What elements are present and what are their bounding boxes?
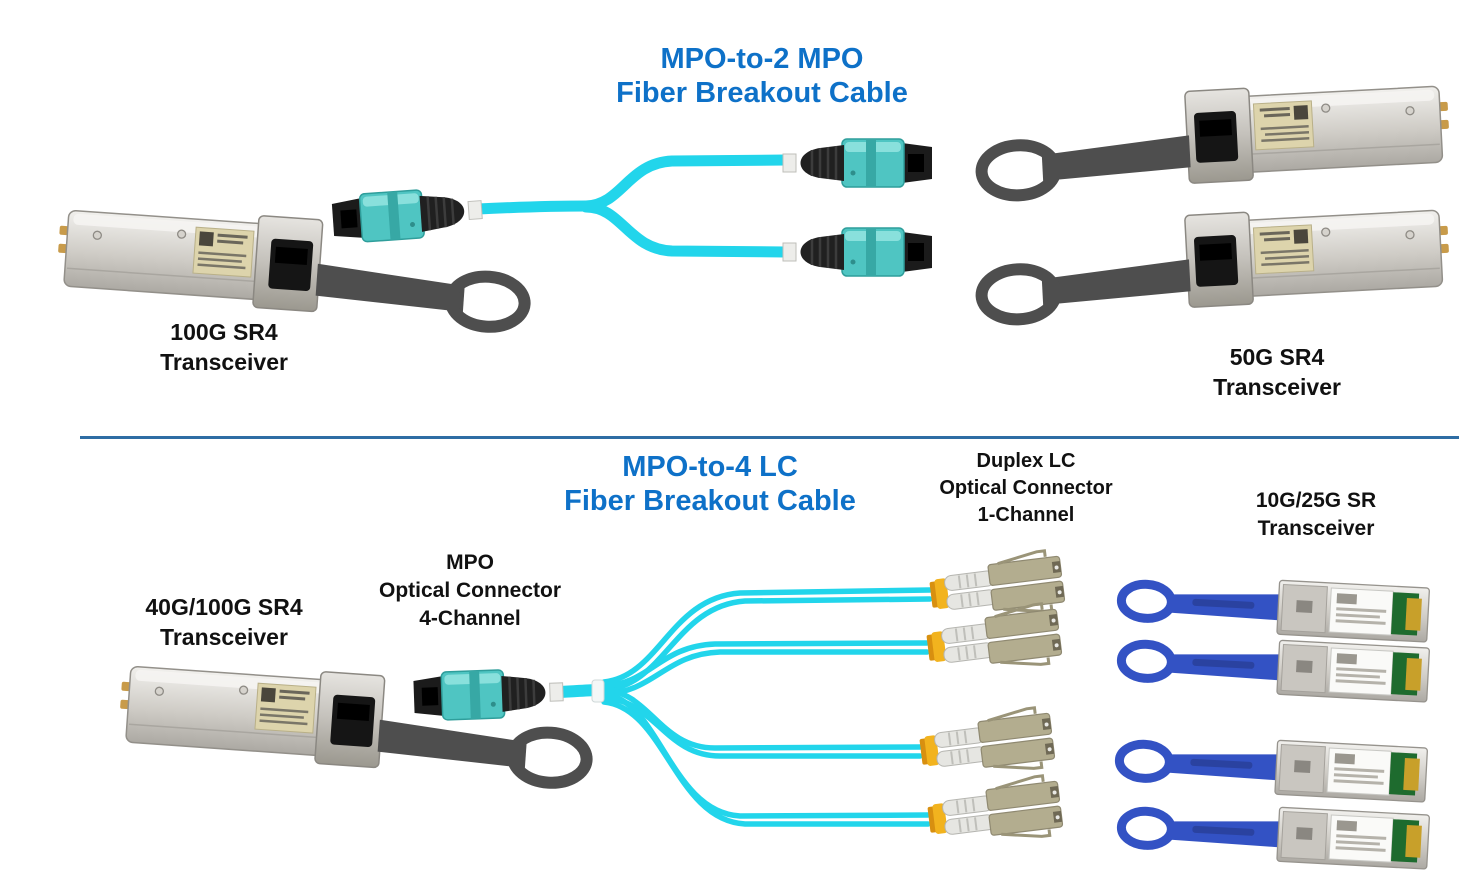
lc-branch-1-fiber-a [601,587,933,685]
qsfp-50g-transceiver-lower-icon [978,202,1451,321]
label-duplex-lc-line1: Duplex LC [976,450,1076,472]
label-10g25g-line1: 10G/25G SR [1255,489,1377,512]
mpo-connector-lower-icon [781,226,934,278]
label-10g25g-line2: Transceiver [1257,517,1375,540]
lc-duplex-connector-3-icon [915,704,1058,784]
label-40g100g-line2: Transceiver [160,624,288,650]
lc-duplex-connector-2-icon [922,600,1065,680]
label-duplex-lc-line2: Optical Connector [939,477,1113,499]
breakout-branch-lower [580,201,792,258]
lc-branch-1-fiber-b [601,596,933,693]
qsfp-50g-transceiver-upper-icon [978,78,1451,197]
mpo-to-2mpo-breakout-cable [472,154,792,258]
label-mpo-line3: 4-Channel [419,607,521,630]
label-50g-line2: Transceiver [1213,374,1341,400]
bottom-title-line2: Fiber Breakout Cable [564,485,856,517]
label-10g-25g-sr-transceiver: 10G/25G SR Transceiver [1256,487,1376,543]
bottom-section-title: MPO-to-4 LC Fiber Breakout Cable [564,450,856,518]
lc-branch-2-fiber-a [601,640,930,689]
bottom-title-line1: MPO-to-4 LC [622,451,798,483]
label-40g-100g-sr4-transceiver: 40G/100G SR4 Transceiver [145,592,302,652]
breakout-branch-upper [580,154,792,212]
lc-branch-3-fiber-a [601,687,923,751]
section-divider-line [80,436,1459,439]
label-100g-line1: 100G SR4 [170,319,278,345]
mpo-connector-icon [330,184,485,246]
sfp-transceiver-3-icon [1118,732,1427,802]
qsfp-40g-100g-transceiver-icon [117,658,591,785]
label-mpo-optical-connector: MPO Optical Connector 4-Channel [379,549,561,633]
label-duplex-lc-connector: Duplex LC Optical Connector 1-Channel [939,448,1112,529]
label-mpo-line1: MPO [446,551,494,574]
label-50g-sr4-transceiver: 50G SR4 Transceiver [1213,342,1341,402]
fanout-collar [591,679,605,703]
mpo-to-4lc-breakout-cable [554,587,933,827]
mpo-connector-upper-icon [781,137,934,189]
trunk-fiber-cable [472,200,594,215]
label-50g-line1: 50G SR4 [1229,344,1325,370]
top-title-line2: Fiber Breakout Cable [616,77,908,109]
sfp-transceiver-4-icon [1120,799,1429,869]
sfp-transceiver-2-icon [1120,632,1429,702]
sfp-transceiver-1-icon [1120,572,1429,642]
label-40g100g-line1: 40G/100G SR4 [145,594,303,620]
label-duplex-lc-line3: 1-Channel [977,504,1075,526]
mpo-connector-4channel-icon [411,666,565,723]
label-100g-line2: Transceiver [160,349,288,375]
lc-branch-2-fiber-b [601,649,930,697]
top-title-line1: MPO-to-2 MPO [660,43,864,75]
top-section-title: MPO-to-2 MPO Fiber Breakout Cable [616,42,908,110]
lc-branch-4-fiber-b [601,699,931,827]
label-100g-sr4-transceiver: 100G SR4 Transceiver [160,317,288,377]
label-mpo-line2: Optical Connector [378,579,562,602]
lc-duplex-connector-4-icon [923,772,1066,852]
